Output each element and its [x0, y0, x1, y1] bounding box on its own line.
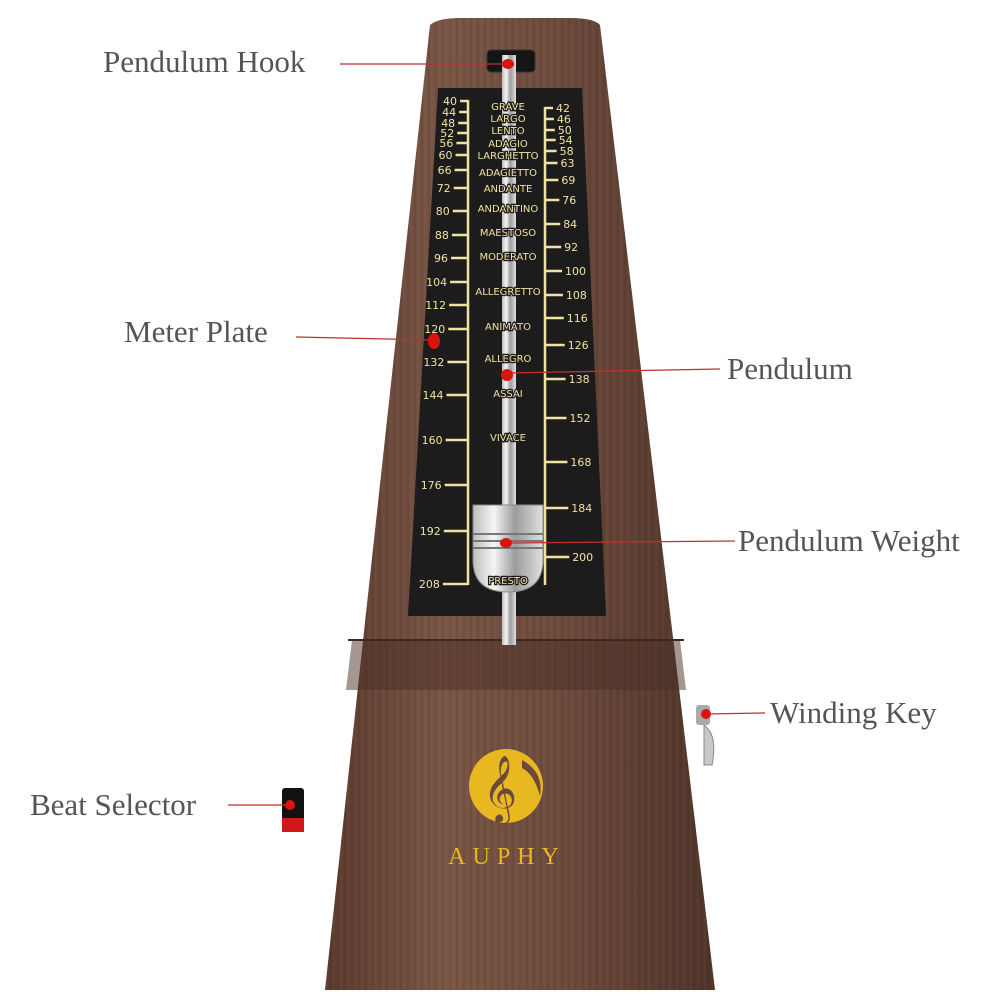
right-tick-label: 84: [563, 218, 577, 231]
left-tick-label: 144: [423, 389, 444, 402]
tempo-name: GRAVE: [491, 102, 525, 113]
tempo-name: VIVACE: [490, 433, 526, 444]
tempo-name: LENTO: [491, 126, 524, 137]
right-tick-label: 168: [570, 456, 591, 469]
right-tick-label: 126: [568, 339, 589, 352]
left-tick-label: 208: [419, 578, 440, 591]
left-tick-label: 60: [439, 149, 453, 162]
tempo-name: ANDANTE: [484, 184, 533, 195]
tempo-name: ALLEGRO: [485, 354, 532, 365]
right-tick-label: 100: [565, 265, 586, 278]
treble-clef-icon: 𝄞: [469, 749, 543, 825]
left-tick-label: 96: [434, 252, 448, 265]
label-pendulum-hook: Pendulum Hook: [103, 44, 306, 79]
tempo-name: LARGO: [490, 114, 525, 125]
label-beat-selector: Beat Selector: [30, 787, 197, 822]
right-tick-label: 54: [559, 134, 573, 147]
tempo-name: ANDANTINO: [478, 204, 539, 215]
label-pendulum: Pendulum: [727, 351, 853, 386]
right-tick-label: 42: [556, 102, 570, 115]
right-tick-label: 46: [557, 113, 571, 126]
tempo-name: ASSAI: [493, 389, 523, 400]
right-tick-label: 58: [560, 145, 574, 158]
right-tick-label: 69: [561, 174, 575, 187]
tempo-name: MODERATO: [479, 252, 536, 263]
left-tick-label: 44: [442, 106, 456, 119]
tempo-name: PRESTO: [488, 576, 528, 587]
right-tick-label: 184: [571, 502, 592, 515]
label-winding-key: Winding Key: [770, 695, 937, 730]
left-tick-label: 176: [421, 479, 442, 492]
right-tick-label: 92: [564, 241, 578, 254]
right-tick-label: 63: [561, 157, 575, 170]
left-tick-label: 132: [423, 356, 444, 369]
right-tick-label: 76: [562, 194, 576, 207]
tempo-name: ADAGIO: [488, 139, 528, 150]
callout-markers: [285, 59, 711, 810]
right-tick-label: 138: [569, 373, 590, 386]
left-tick-label: 40: [443, 95, 457, 108]
beat-selector: [282, 788, 304, 832]
left-tick-label: 80: [436, 205, 450, 218]
left-tick-label: 192: [420, 525, 441, 538]
left-tick-label: 66: [438, 164, 452, 177]
left-tick-label: 52: [440, 127, 454, 140]
right-tick-label: 108: [566, 289, 587, 302]
left-tick-label: 56: [439, 137, 453, 150]
left-tick-label: 120: [424, 323, 445, 336]
tempo-name: ALLEGRETTO: [475, 287, 540, 298]
tempo-name: LARGHETTO: [477, 151, 538, 162]
brand-name: AUPHY: [448, 844, 566, 870]
left-tick-label: 88: [435, 229, 449, 242]
callout-lines: [228, 63, 766, 806]
pendulum-rod: [502, 55, 516, 645]
tempo-name: ANIMATO: [485, 322, 531, 333]
right-tick-label: 50: [558, 124, 572, 137]
tempo-name: MAESTOSO: [480, 228, 536, 239]
left-tick-label: 112: [425, 299, 446, 312]
label-meter-plate: Meter Plate: [124, 314, 268, 349]
right-tick-label: 152: [570, 412, 591, 425]
right-tick-label: 200: [572, 551, 593, 564]
tempo-name: ADAGIETTO: [479, 168, 537, 179]
left-tick-label: 48: [441, 117, 455, 130]
left-tick-label: 160: [422, 434, 443, 447]
svg-text:𝄞: 𝄞: [483, 754, 517, 825]
left-tick-label: 72: [437, 182, 451, 195]
right-tick-label: 116: [567, 312, 588, 325]
left-tick-label: 104: [426, 276, 447, 289]
label-pendulum-weight: Pendulum Weight: [738, 523, 960, 558]
